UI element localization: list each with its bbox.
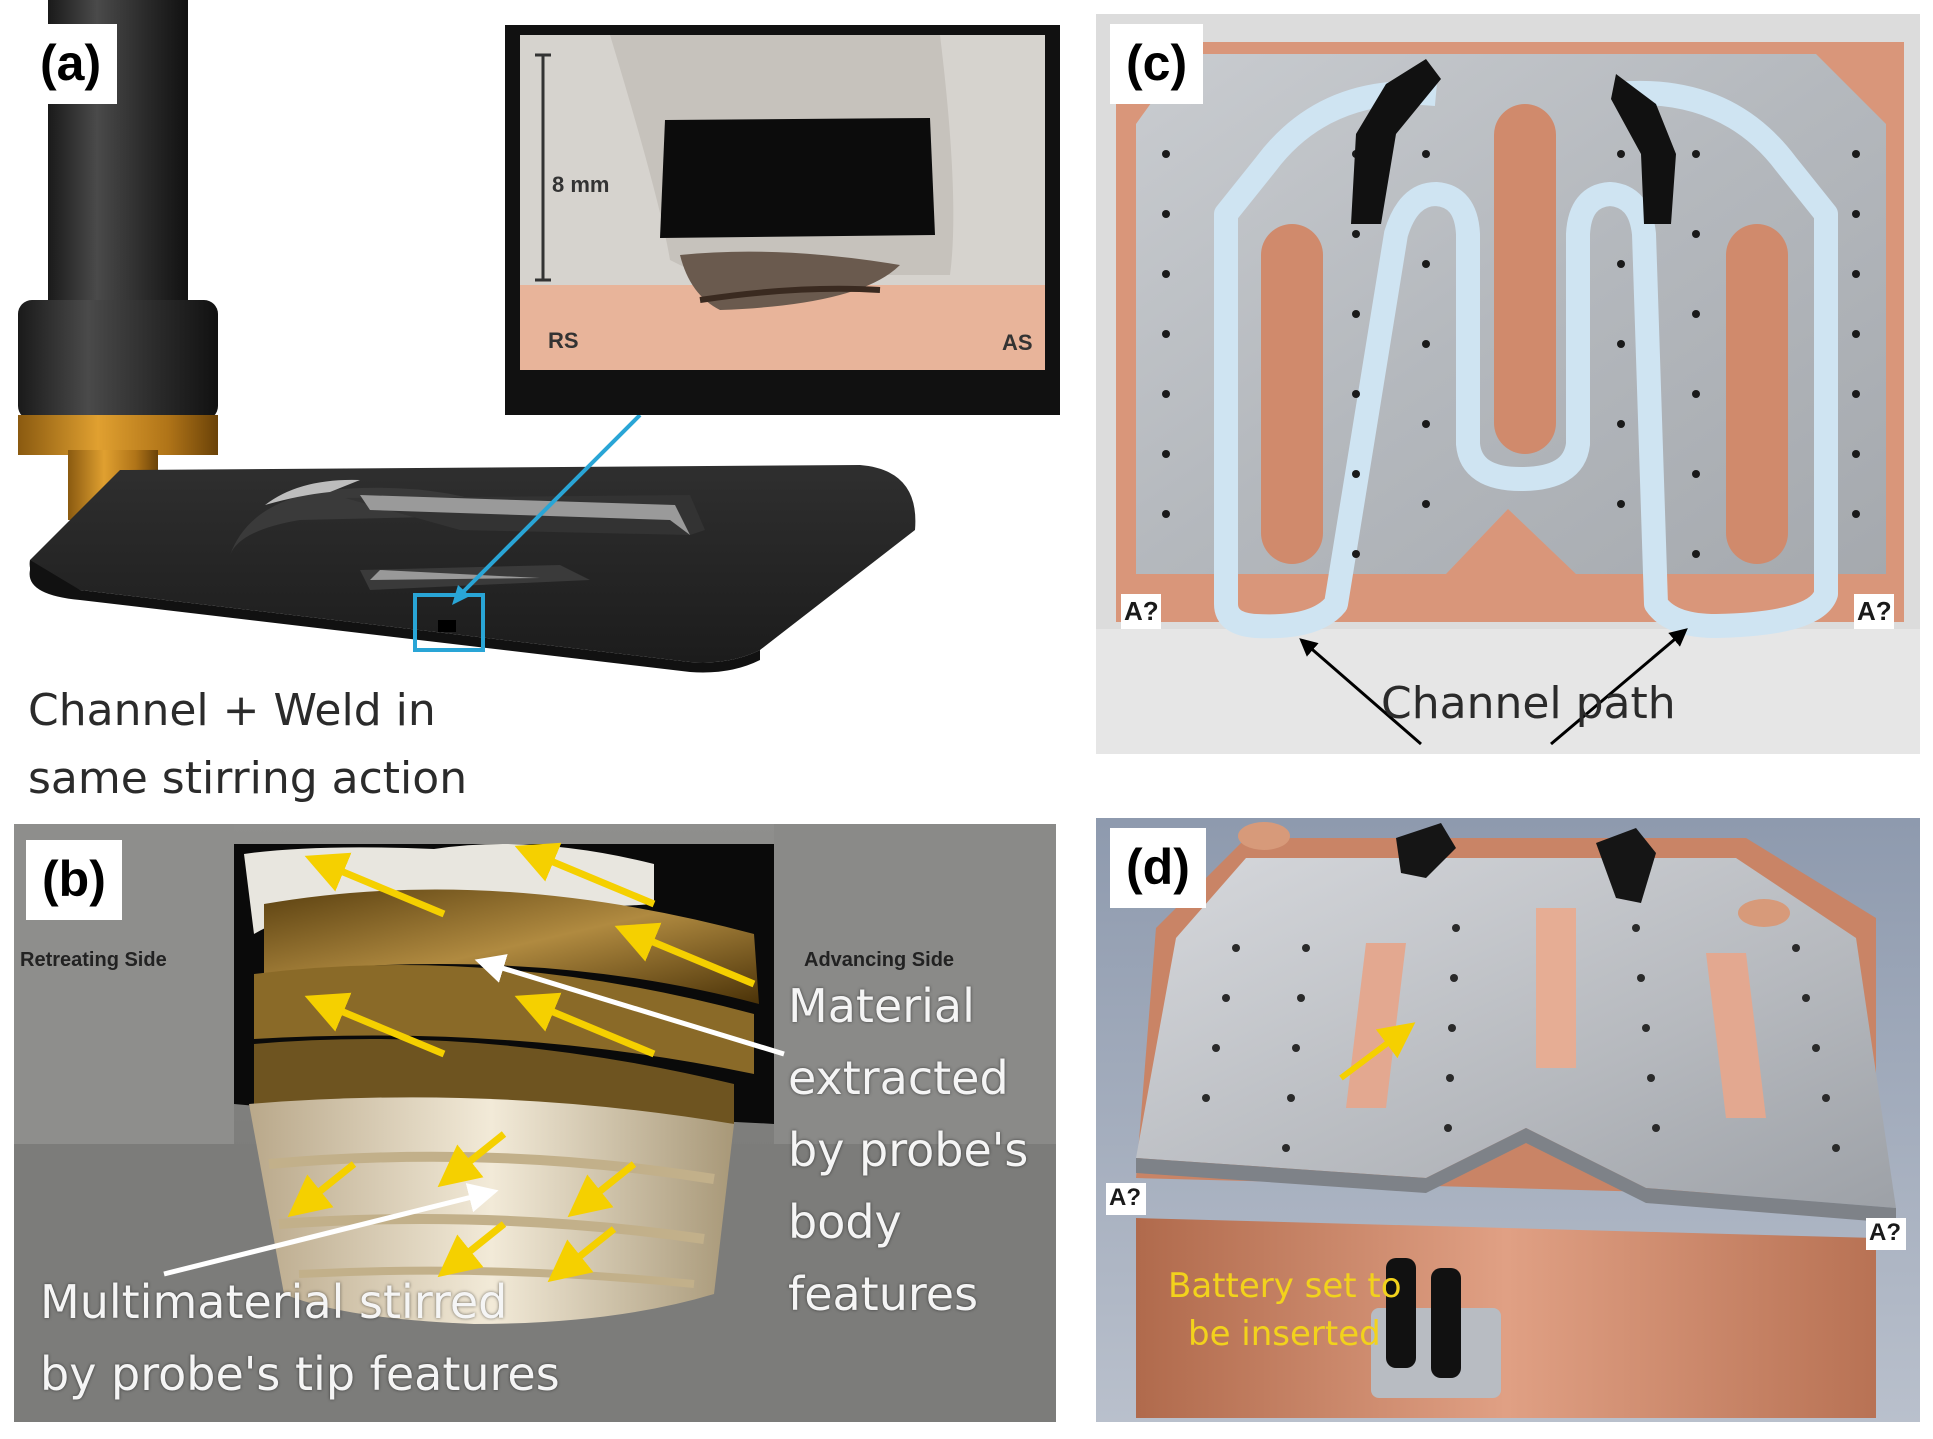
- panel-a-caption-line2: same stirring action: [28, 753, 468, 804]
- panel-c-photo: [1096, 14, 1920, 754]
- inset-rs-label: RS: [548, 328, 579, 353]
- material-label-line5: features: [788, 1267, 979, 1321]
- panel-b: Retreating Side Advancing Side (b) Mater…: [14, 824, 1056, 1422]
- logo-right-d: A?: [1869, 1219, 1901, 1246]
- multimaterial-label-line1: Multimaterial stirred: [40, 1275, 508, 1329]
- panel-b-photo: [14, 824, 1056, 1422]
- panel-a: 8 mm RS AS (a) Channel + Weld in same st…: [0, 0, 1080, 818]
- panel-d-tag: (d): [1110, 828, 1206, 908]
- panel-d: A? A? (d) Battery set to be inserted: [1096, 818, 1920, 1422]
- material-label-line2: extracted: [788, 1051, 1009, 1105]
- panel-a-caption-line1: Channel + Weld in: [28, 685, 436, 736]
- panel-c: A? A? (c) Channel path: [1096, 14, 1920, 754]
- inset-as-label: AS: [1002, 330, 1033, 355]
- panel-b-tag: (b): [26, 840, 122, 920]
- material-label-line3: by probe's: [788, 1123, 1029, 1177]
- inset-scale-label: 8 mm: [552, 172, 610, 197]
- panel-a-illustration: [18, 0, 1060, 673]
- channel-path-line: [1214, 80, 1838, 639]
- panel-c-tag: (c): [1110, 24, 1204, 104]
- material-label-line4: body: [788, 1195, 902, 1249]
- logo-left-d: A?: [1109, 1184, 1141, 1211]
- tool-holder: [18, 300, 218, 420]
- retreating-side-label: Retreating Side: [20, 949, 167, 971]
- panel-a-tag: (a): [24, 24, 118, 104]
- base-plate: [29, 465, 916, 663]
- battery-label-line1: Battery set to: [1168, 1266, 1402, 1306]
- logo-right-c: A?: [1857, 596, 1892, 626]
- channel-path-label: Channel path: [1381, 678, 1676, 729]
- multimaterial-label-line2: by probe's tip features: [40, 1347, 560, 1401]
- aluminium-plate-d: [1136, 858, 1896, 1208]
- tool-collar: [18, 415, 218, 455]
- advancing-side-label: Advancing Side: [804, 949, 955, 971]
- battery-label-line2: be inserted: [1188, 1314, 1381, 1354]
- panel-d-photo: [1096, 818, 1920, 1422]
- inset-pointer-line: [458, 413, 642, 597]
- logo-left-c: A?: [1124, 596, 1159, 626]
- material-label-line1: Material: [788, 979, 975, 1033]
- weld-location-box: [413, 593, 485, 652]
